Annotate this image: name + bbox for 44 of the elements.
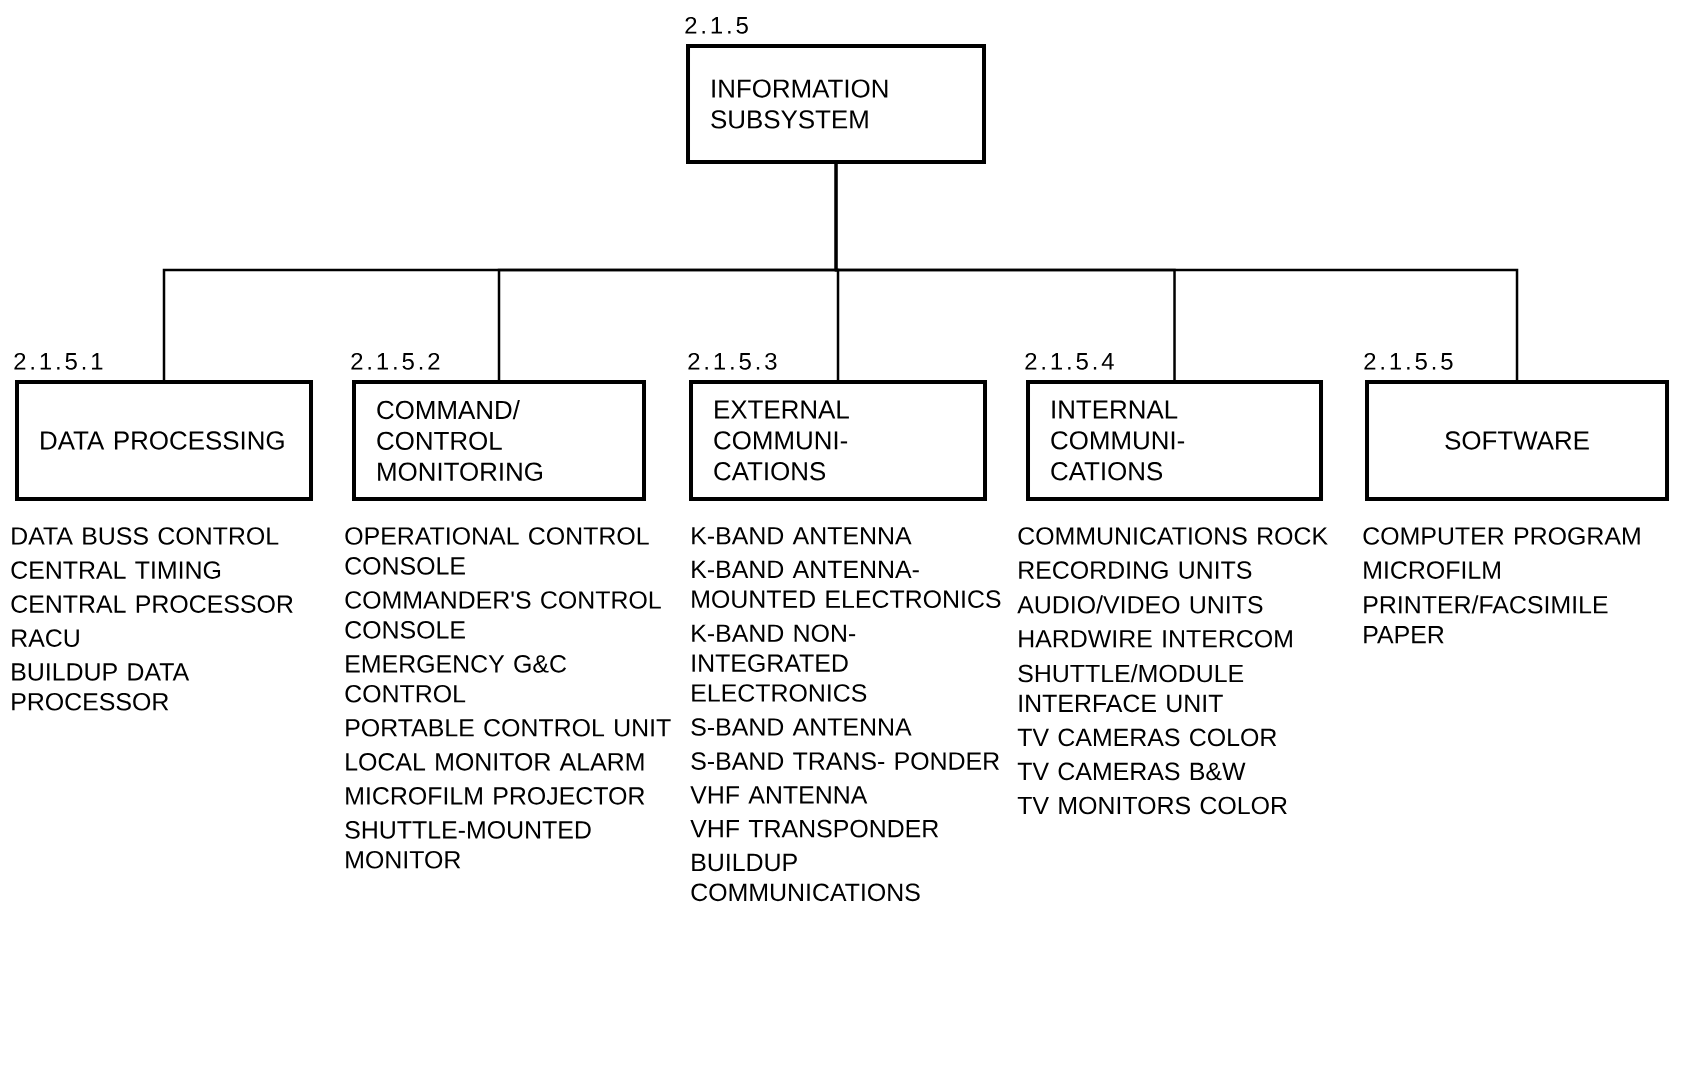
- item-text: TV CAMERAS B&W: [1017, 762, 1246, 781]
- item-text: HARDWIRE INTERCOM: [1019, 629, 1292, 648]
- section-number: 2.1.5.1: [14, 352, 103, 370]
- subsystem-box: COMMAND/ CONTROL MONITORING: [352, 380, 646, 501]
- item-text: CENTRAL PROCESSOR: [11, 595, 293, 613]
- item-text: CENTRAL TIMING: [11, 561, 221, 579]
- subsystem-box: INTERNAL COMMUNI- CATIONS: [1026, 380, 1323, 501]
- item-text: SHUTTLE-MOUNTED MONITOR: [345, 821, 591, 869]
- item-text: VHF TRANSPONDER: [690, 819, 939, 838]
- item-text: EMERGENCY G&C CONTROL: [345, 655, 567, 703]
- system-box: INFORMATION SUBSYSTEM: [686, 44, 986, 164]
- item-text: TV CAMERAS COLOR: [1017, 728, 1277, 747]
- section-number: 2.1.5.3: [688, 352, 777, 370]
- subsystem-box: SOFTWARE: [1365, 380, 1669, 501]
- item-text: RECORDING UNITS: [1019, 561, 1252, 579]
- item-text: LOCAL MONITOR ALARM: [346, 753, 644, 771]
- item-text: K-BAND ANTENNA- MOUNTED ELECTRONICS: [692, 560, 1001, 608]
- item-text: BUILDUP COMMUNICATIONS: [691, 853, 920, 902]
- item-text: K-BAND NON- INTEGRATED ELECTRONICS: [692, 624, 867, 702]
- item-text: K-BAND ANTENNA: [692, 527, 912, 545]
- item-text: OPERATIONAL CONTROL CONSOLE: [345, 527, 649, 575]
- item-text: S-BAND TRANS- PONDER: [691, 752, 999, 770]
- item-text: PORTABLE CONTROL UNIT: [346, 718, 671, 737]
- item-text: MICROFILM: [1364, 561, 1500, 579]
- item-text: SHUTTLE/MODULE INTERFACE UNIT: [1018, 664, 1244, 713]
- item-text: S-BAND ANTENNA: [691, 718, 912, 736]
- section-number: 2.1.5: [685, 16, 748, 34]
- item-text: COMMUNICATIONS ROCK: [1018, 527, 1328, 545]
- item-text: RACU: [12, 629, 79, 647]
- subsystem-box: EXTERNAL COMMUNI- CATIONS: [689, 380, 987, 501]
- item-text: BUILDUP DATA PROCESSOR: [12, 663, 190, 711]
- item-text: AUDIO/VIDEO UNITS: [1017, 595, 1263, 614]
- section-number: 2.1.5.4: [1025, 352, 1114, 370]
- item-text: COMPUTER PROGRAM: [1363, 527, 1640, 545]
- item-text: VHF ANTENNA: [690, 786, 868, 804]
- connector-line: [834, 164, 1519, 380]
- section-number: 2.1.5.2: [351, 352, 440, 370]
- item-text: COMMANDER'S CONTROL CONSOLE: [345, 591, 661, 639]
- item-text: TV MONITORS COLOR: [1017, 796, 1287, 815]
- item-text: PRINTER/FACSIMILE PAPER: [1364, 595, 1608, 644]
- item-text: DATA BUSS CONTROL: [12, 527, 279, 545]
- subsystem-box: DATA PROCESSING: [15, 380, 313, 501]
- item-text: MICROFILM PROJECTOR: [346, 787, 645, 805]
- section-number: 2.1.5.5: [1364, 352, 1453, 370]
